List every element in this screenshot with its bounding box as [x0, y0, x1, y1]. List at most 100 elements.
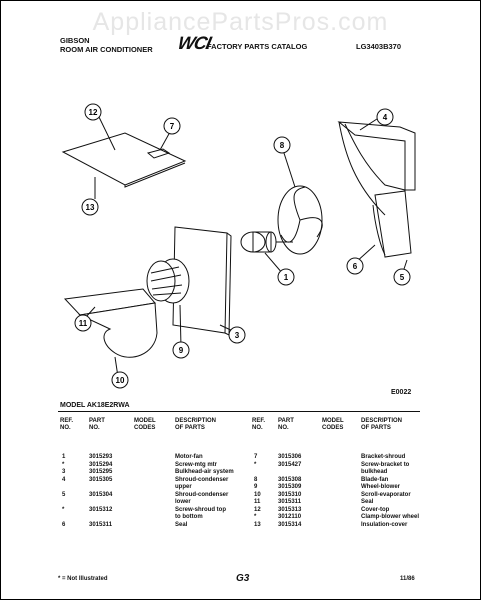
part-column-left: 3015293 3015294 3015295 3015305 3015304 …: [89, 454, 112, 529]
table-cell: to bottom: [175, 514, 203, 520]
callout-6: [346, 257, 364, 275]
table-cell: [89, 514, 112, 522]
table-cell: Insulation-cover: [361, 521, 408, 528]
callout-3: [228, 326, 246, 344]
part-blower-wheel: [146, 258, 190, 304]
table-cell: Seal: [361, 499, 374, 505]
callout-8-label: 8: [280, 141, 285, 150]
part-column-right: 3015306 3015427 3015308 3015309 3015310 …: [278, 454, 301, 529]
table-cell: 11: [254, 499, 261, 505]
table-cell: bulkhead: [361, 469, 388, 475]
model-number: MODEL AK18E2RWA: [60, 402, 130, 409]
table-cell: 6: [62, 521, 66, 528]
table-cell: 3015293: [89, 454, 113, 460]
desc-column-right: Bracket-shroud Screw-bracket to bulkhead…: [361, 454, 419, 529]
part-bracket-shroud: [146, 148, 171, 159]
table-cell: Screw-mtg mtr: [175, 461, 218, 468]
table-cell: 3015308: [278, 476, 302, 483]
part-insulation-cover: [61, 132, 187, 186]
table-cell: *: [62, 506, 65, 513]
table-cell: upper: [175, 484, 192, 490]
table-cell: Clamp-blower wheel: [361, 514, 420, 520]
table-cell: Wheel-blower: [361, 484, 401, 490]
table-cell: *: [62, 461, 65, 468]
table-cell: 3015311: [278, 499, 302, 505]
product-type: ROOM AIR CONDITIONER: [60, 45, 153, 54]
ref-column-right: 7 * 8 9 10 11 12 * 13: [254, 454, 261, 529]
callout-11: [74, 314, 92, 332]
exploded-parts-diagram: 12 7 13 8 4 1 6 5 11 9 3 10: [61, 103, 416, 389]
callout-1-label: 1: [284, 273, 289, 282]
header-ref-right: REF.NO.: [252, 418, 266, 431]
table-cell: 3015309: [278, 484, 302, 490]
table-cell: lower: [175, 499, 191, 505]
table-cell: Blade-fan: [361, 476, 389, 483]
table-cell: [89, 484, 112, 492]
callout-7-label: 7: [170, 122, 175, 131]
callout-bubbles: 12 7 13 8 4 1 6 5 11 9 3 10: [74, 103, 411, 389]
table-cell: 3012110: [278, 514, 302, 520]
callout-4: [376, 108, 394, 126]
table-cell: 3015314: [278, 521, 302, 528]
catalog-title: FACTORY PARTS CATALOG: [207, 42, 308, 51]
table-cell: 10: [254, 491, 261, 498]
table-cell: 3015427: [278, 461, 302, 468]
table-cell: 3015294: [89, 461, 113, 468]
callout-9-label: 9: [179, 346, 184, 355]
table-cell: 8: [254, 476, 258, 483]
callout-6-label: 6: [353, 262, 358, 271]
table-cell: 13: [254, 521, 261, 528]
ref-column-left: 1 * 3 4 5 * 6: [62, 454, 84, 529]
table-cell: 3015295: [89, 469, 113, 475]
catalog-date: 11/86: [400, 576, 415, 582]
table-cell: 3015304: [89, 491, 113, 498]
table-cell: Bracket-shroud: [361, 454, 406, 460]
table-cell: 3015310: [278, 491, 302, 498]
callout-10-label: 10: [116, 376, 125, 385]
table-cell: [254, 469, 261, 477]
callout-8: [273, 136, 291, 154]
table-cell: Screw-shroud top: [175, 506, 227, 513]
not-illustrated-note: * = Not Illustrated: [58, 576, 108, 582]
table-cell: Screw-bracket to: [361, 461, 410, 468]
callout-1: [277, 268, 295, 286]
callout-7: [163, 117, 181, 135]
table-cell: Shroud-condenser: [175, 491, 229, 498]
header-rule: [58, 411, 420, 412]
table-cell: Bulkhead-air system: [175, 469, 234, 475]
table-cell: 3015305: [89, 476, 113, 483]
table-cell: 3: [62, 469, 66, 475]
table-cell: *: [254, 514, 257, 520]
table-cell: Cover-top: [361, 506, 390, 513]
page-code: LG3403B370: [356, 42, 402, 51]
callout-12: [84, 103, 102, 121]
table-cell: Scroll-evaporator: [361, 491, 411, 498]
table-cell: 3015313: [278, 506, 302, 513]
drawing-code: E0022: [391, 389, 412, 396]
table-cell: 7: [254, 454, 258, 460]
table-cell: [62, 484, 84, 492]
table-cell: 3015312: [89, 506, 113, 513]
watermark: AppliancePartsPros.com: [92, 8, 389, 36]
callout-13-label: 13: [86, 203, 95, 212]
table-cell: *: [254, 461, 257, 468]
table-cell: 12: [254, 506, 261, 513]
table-cell: 9: [254, 484, 258, 490]
callout-10: [111, 371, 129, 389]
table-cell: [89, 499, 112, 507]
table-cell: [278, 469, 301, 477]
table-cell: 1: [62, 454, 66, 460]
table-cell: 3015306: [278, 454, 302, 460]
table-cell: [62, 514, 84, 522]
desc-column-left: Motor-fan Screw-mtg mtr Bulkhead-air sys…: [175, 454, 234, 529]
table-cell: [62, 499, 84, 507]
part-shroud-upper: [337, 121, 416, 191]
callout-13: [81, 198, 99, 216]
callout-11-label: 11: [79, 319, 88, 328]
